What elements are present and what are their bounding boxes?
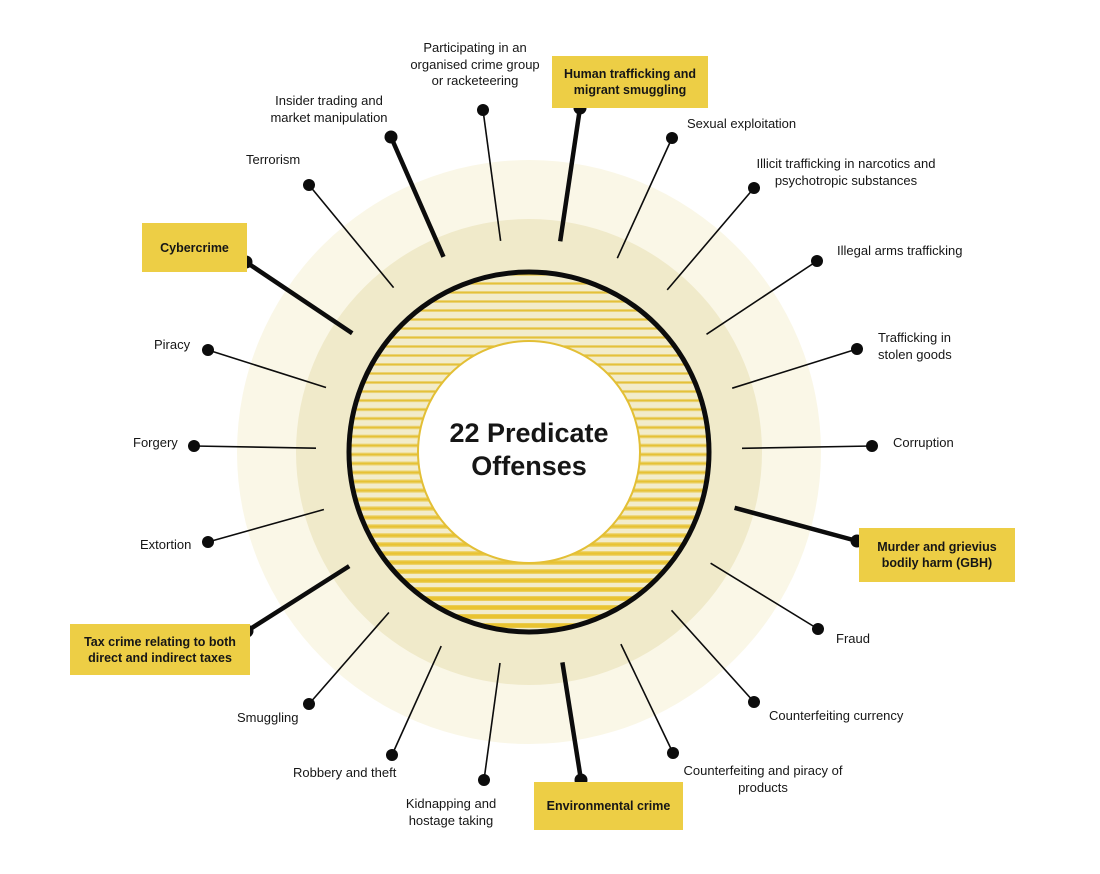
- connector-line: [741, 445, 873, 450]
- offense-label: Smuggling: [237, 710, 299, 725]
- offense-dot: [202, 536, 214, 548]
- offense-dot: [748, 696, 760, 708]
- offense-label-highlighted: Human trafficking and migrant smuggling: [552, 56, 708, 108]
- connector-line: [388, 136, 446, 258]
- center-circle: [417, 340, 641, 564]
- offense-dot: [667, 747, 679, 759]
- offense-label: Kidnapping and hostage taking: [405, 796, 497, 828]
- connector-line: [308, 184, 395, 289]
- center-title: 22 Predicate Offenses: [449, 418, 609, 481]
- connector-line: [483, 662, 501, 781]
- offense-dot: [384, 130, 398, 144]
- connector-line: [620, 643, 674, 754]
- offense-label: Counterfeiting currency: [769, 708, 904, 723]
- offense-dot: [202, 344, 214, 356]
- offense-dot: [478, 774, 490, 786]
- offense-dots: [188, 101, 878, 787]
- offense-dot: [303, 698, 315, 710]
- offense-label-highlighted: Murder and grievius bodily harm (GBH): [859, 528, 1015, 582]
- offense-label: Illegal arms trafficking: [837, 243, 963, 258]
- offense-dot: [851, 343, 863, 355]
- connector-line: [666, 187, 755, 291]
- offense-label: Forgery: [133, 435, 178, 450]
- connector-line: [710, 562, 819, 630]
- connector-line: [560, 662, 584, 781]
- offense-label-highlighted: Cybercrime: [142, 223, 247, 272]
- connector-line: [244, 260, 354, 336]
- offense-dot: [386, 749, 398, 761]
- connector-line: [670, 609, 755, 703]
- connector-line: [391, 645, 442, 756]
- connector-line: [482, 109, 502, 242]
- offense-label: Corruption: [893, 435, 954, 450]
- connector-line: [207, 508, 325, 543]
- offense-dot: [477, 104, 489, 116]
- connector-line: [308, 611, 390, 705]
- offense-label: Terrorism: [246, 152, 301, 167]
- offense-label: Sexual exploitation: [687, 116, 797, 131]
- connector-line: [207, 349, 327, 389]
- connector-line: [706, 260, 818, 335]
- offense-label: Fraud: [836, 631, 870, 646]
- offense-dot: [303, 179, 315, 191]
- offense-dot: [188, 440, 200, 452]
- offense-label: Illicit trafficking in narcotics and psy…: [756, 156, 936, 188]
- offense-label: Extortion: [140, 537, 192, 552]
- offense-dot: [748, 182, 760, 194]
- offense-label: Counterfeiting and piracy of products: [683, 763, 843, 795]
- connector-line: [245, 564, 351, 633]
- offense-dot: [812, 623, 824, 635]
- black-ring: [346, 269, 712, 635]
- offense-label: Robbery and theft: [293, 765, 397, 780]
- connector-line: [557, 107, 583, 242]
- offense-label: Insider trading and market manipulation: [270, 93, 388, 125]
- offense-label: Trafficking in stolen goods: [878, 330, 952, 362]
- connector-line: [731, 348, 858, 389]
- offense-label: Piracy: [154, 337, 191, 352]
- connector-line: [193, 445, 317, 449]
- offense-label-highlighted: Tax crime relating to both direct and in…: [70, 624, 250, 675]
- connector-lines: [193, 107, 873, 781]
- offense-label-highlighted: Environmental crime: [534, 782, 683, 830]
- connector-line: [734, 505, 858, 544]
- offense-dot: [811, 255, 823, 267]
- offense-label: Participating in an organised crime grou…: [410, 40, 540, 88]
- offense-dot: [866, 440, 878, 452]
- connector-line: [616, 137, 673, 259]
- offense-dot: [666, 132, 678, 144]
